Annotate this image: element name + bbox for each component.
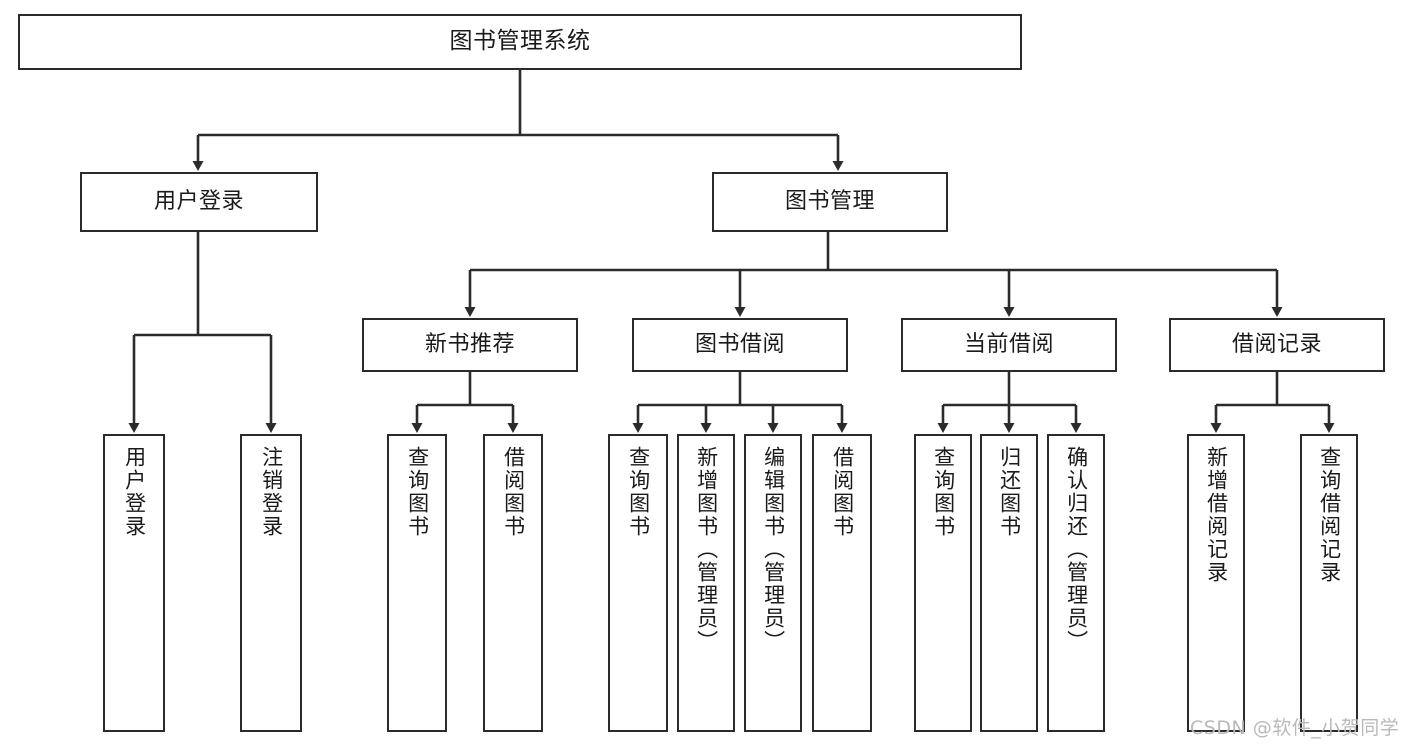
node-book-management[interactable]: 图书管理 xyxy=(712,172,948,232)
node-label: 新增图书（管理员） xyxy=(694,446,719,653)
node-label: 查询借阅记录 xyxy=(1317,446,1342,584)
node-current-borrow[interactable]: 当前借阅 xyxy=(901,318,1117,372)
node-label: 归还图书 xyxy=(997,446,1022,538)
node-label: 借阅图书 xyxy=(501,446,526,538)
leaf-borrow-query-book[interactable]: 查询图书 xyxy=(608,434,668,732)
watermark-csdn: CSDN @软件_小贺同学 xyxy=(1190,717,1400,739)
node-label: 借阅图书 xyxy=(830,446,855,538)
node-book-borrow[interactable]: 图书借阅 xyxy=(632,318,848,372)
node-label: 查询图书 xyxy=(405,446,430,538)
node-label: 确认归还（管理员） xyxy=(1064,446,1089,653)
node-borrow-record[interactable]: 借阅记录 xyxy=(1169,318,1385,372)
node-label: 图书管理 xyxy=(784,188,875,214)
node-label: 借阅记录 xyxy=(1231,331,1322,357)
node-label: 当前借阅 xyxy=(963,331,1054,357)
leaf-recommend-query-book[interactable]: 查询图书 xyxy=(387,434,447,732)
leaf-borrow-add-book-admin[interactable]: 新增图书（管理员） xyxy=(677,434,735,732)
leaf-current-confirm-return-admin[interactable]: 确认归还（管理员） xyxy=(1047,434,1105,732)
node-label: 查询图书 xyxy=(626,446,651,538)
node-label: 查询图书 xyxy=(931,446,956,538)
leaf-borrow-borrow-book[interactable]: 借阅图书 xyxy=(812,434,872,732)
node-label: 图书管理系统 xyxy=(449,28,591,55)
node-label: 用户登录 xyxy=(122,446,147,538)
node-user-login[interactable]: 用户登录 xyxy=(80,172,318,232)
node-label: 图书借阅 xyxy=(694,331,785,357)
leaf-current-return-book[interactable]: 归还图书 xyxy=(980,434,1038,732)
node-label: 新增借阅记录 xyxy=(1204,446,1229,584)
node-label: 用户登录 xyxy=(153,188,244,214)
leaf-user-login-signin[interactable]: 用户登录 xyxy=(103,434,165,732)
leaf-user-login-signout[interactable]: 注销登录 xyxy=(240,434,302,732)
node-label: 新书推荐 xyxy=(424,331,515,357)
node-label: 注销登录 xyxy=(259,446,284,538)
node-root-book-management-system[interactable]: 图书管理系统 xyxy=(18,14,1022,70)
leaf-current-query-book[interactable]: 查询图书 xyxy=(914,434,972,732)
node-label: 编辑图书（管理员） xyxy=(761,446,786,653)
leaf-recommend-borrow-book[interactable]: 借阅图书 xyxy=(483,434,543,732)
node-new-book-recommend[interactable]: 新书推荐 xyxy=(362,318,578,372)
leaf-record-query-borrow-record[interactable]: 查询借阅记录 xyxy=(1300,434,1358,732)
leaf-record-add-borrow-record[interactable]: 新增借阅记录 xyxy=(1187,434,1245,732)
leaf-borrow-edit-book-admin[interactable]: 编辑图书（管理员） xyxy=(744,434,802,732)
